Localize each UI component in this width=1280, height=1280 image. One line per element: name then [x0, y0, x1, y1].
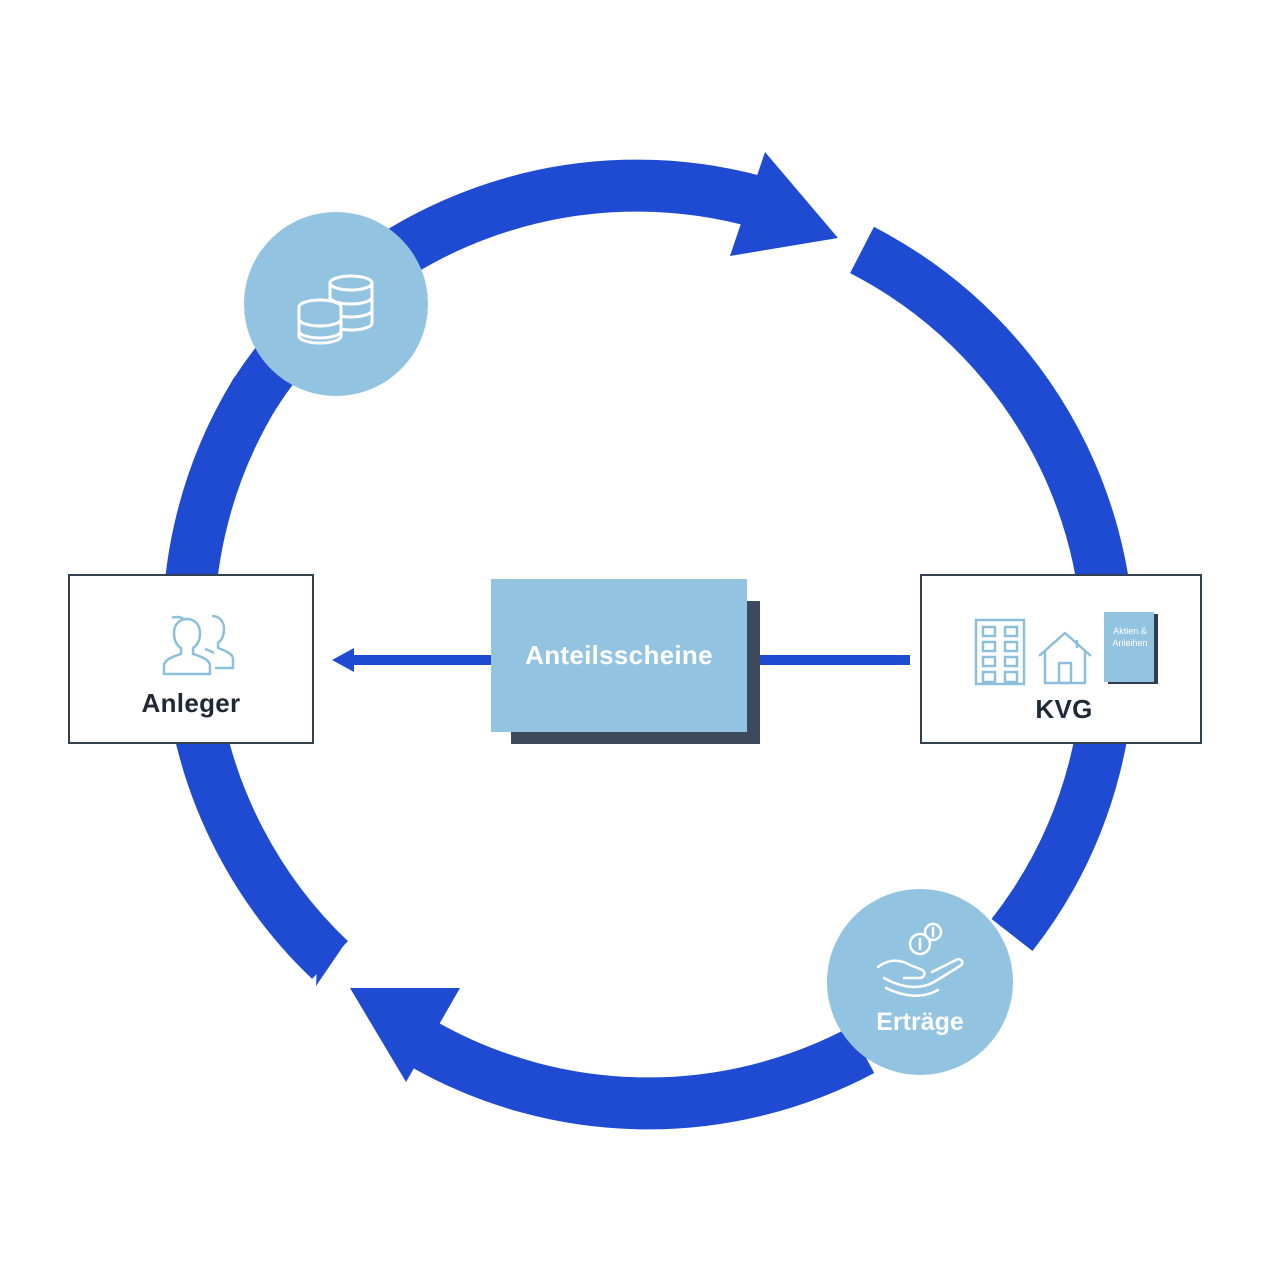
kvg-label: KVG: [1035, 694, 1093, 724]
kvg-box: Aktien & Anleihen KVG: [920, 574, 1202, 744]
building-icon: [974, 618, 1026, 686]
cycle-arrowhead-top: [730, 152, 838, 256]
investor-label: Anleger: [141, 688, 241, 718]
book-label-line1: Aktien &: [1113, 626, 1147, 636]
arrow-left-icon: [332, 648, 354, 672]
returns-circle: [827, 889, 1013, 1075]
house-icon: [1038, 631, 1092, 685]
users-icon: [162, 614, 235, 676]
certificates-card: Anteilsscheine: [491, 579, 747, 732]
certificates-label: Anteilsscheine: [525, 640, 713, 670]
returns-label: Erträge: [876, 1008, 964, 1036]
investor-box: Anleger: [68, 574, 314, 744]
hand-coins-icon: [876, 922, 964, 997]
book-icon: [1104, 612, 1158, 684]
coins-stack-icon: [297, 274, 374, 345]
cycle-arrow-bottom: [412, 1022, 875, 1130]
cycle-arrow-left-notch: [316, 942, 346, 986]
cycle-arrowhead-bottom: [350, 988, 460, 1082]
book-label-line2: Anleihen: [1112, 638, 1148, 648]
cycle-arrow-right-notch: [852, 227, 886, 274]
cycle-arrow-right: [850, 226, 1135, 952]
